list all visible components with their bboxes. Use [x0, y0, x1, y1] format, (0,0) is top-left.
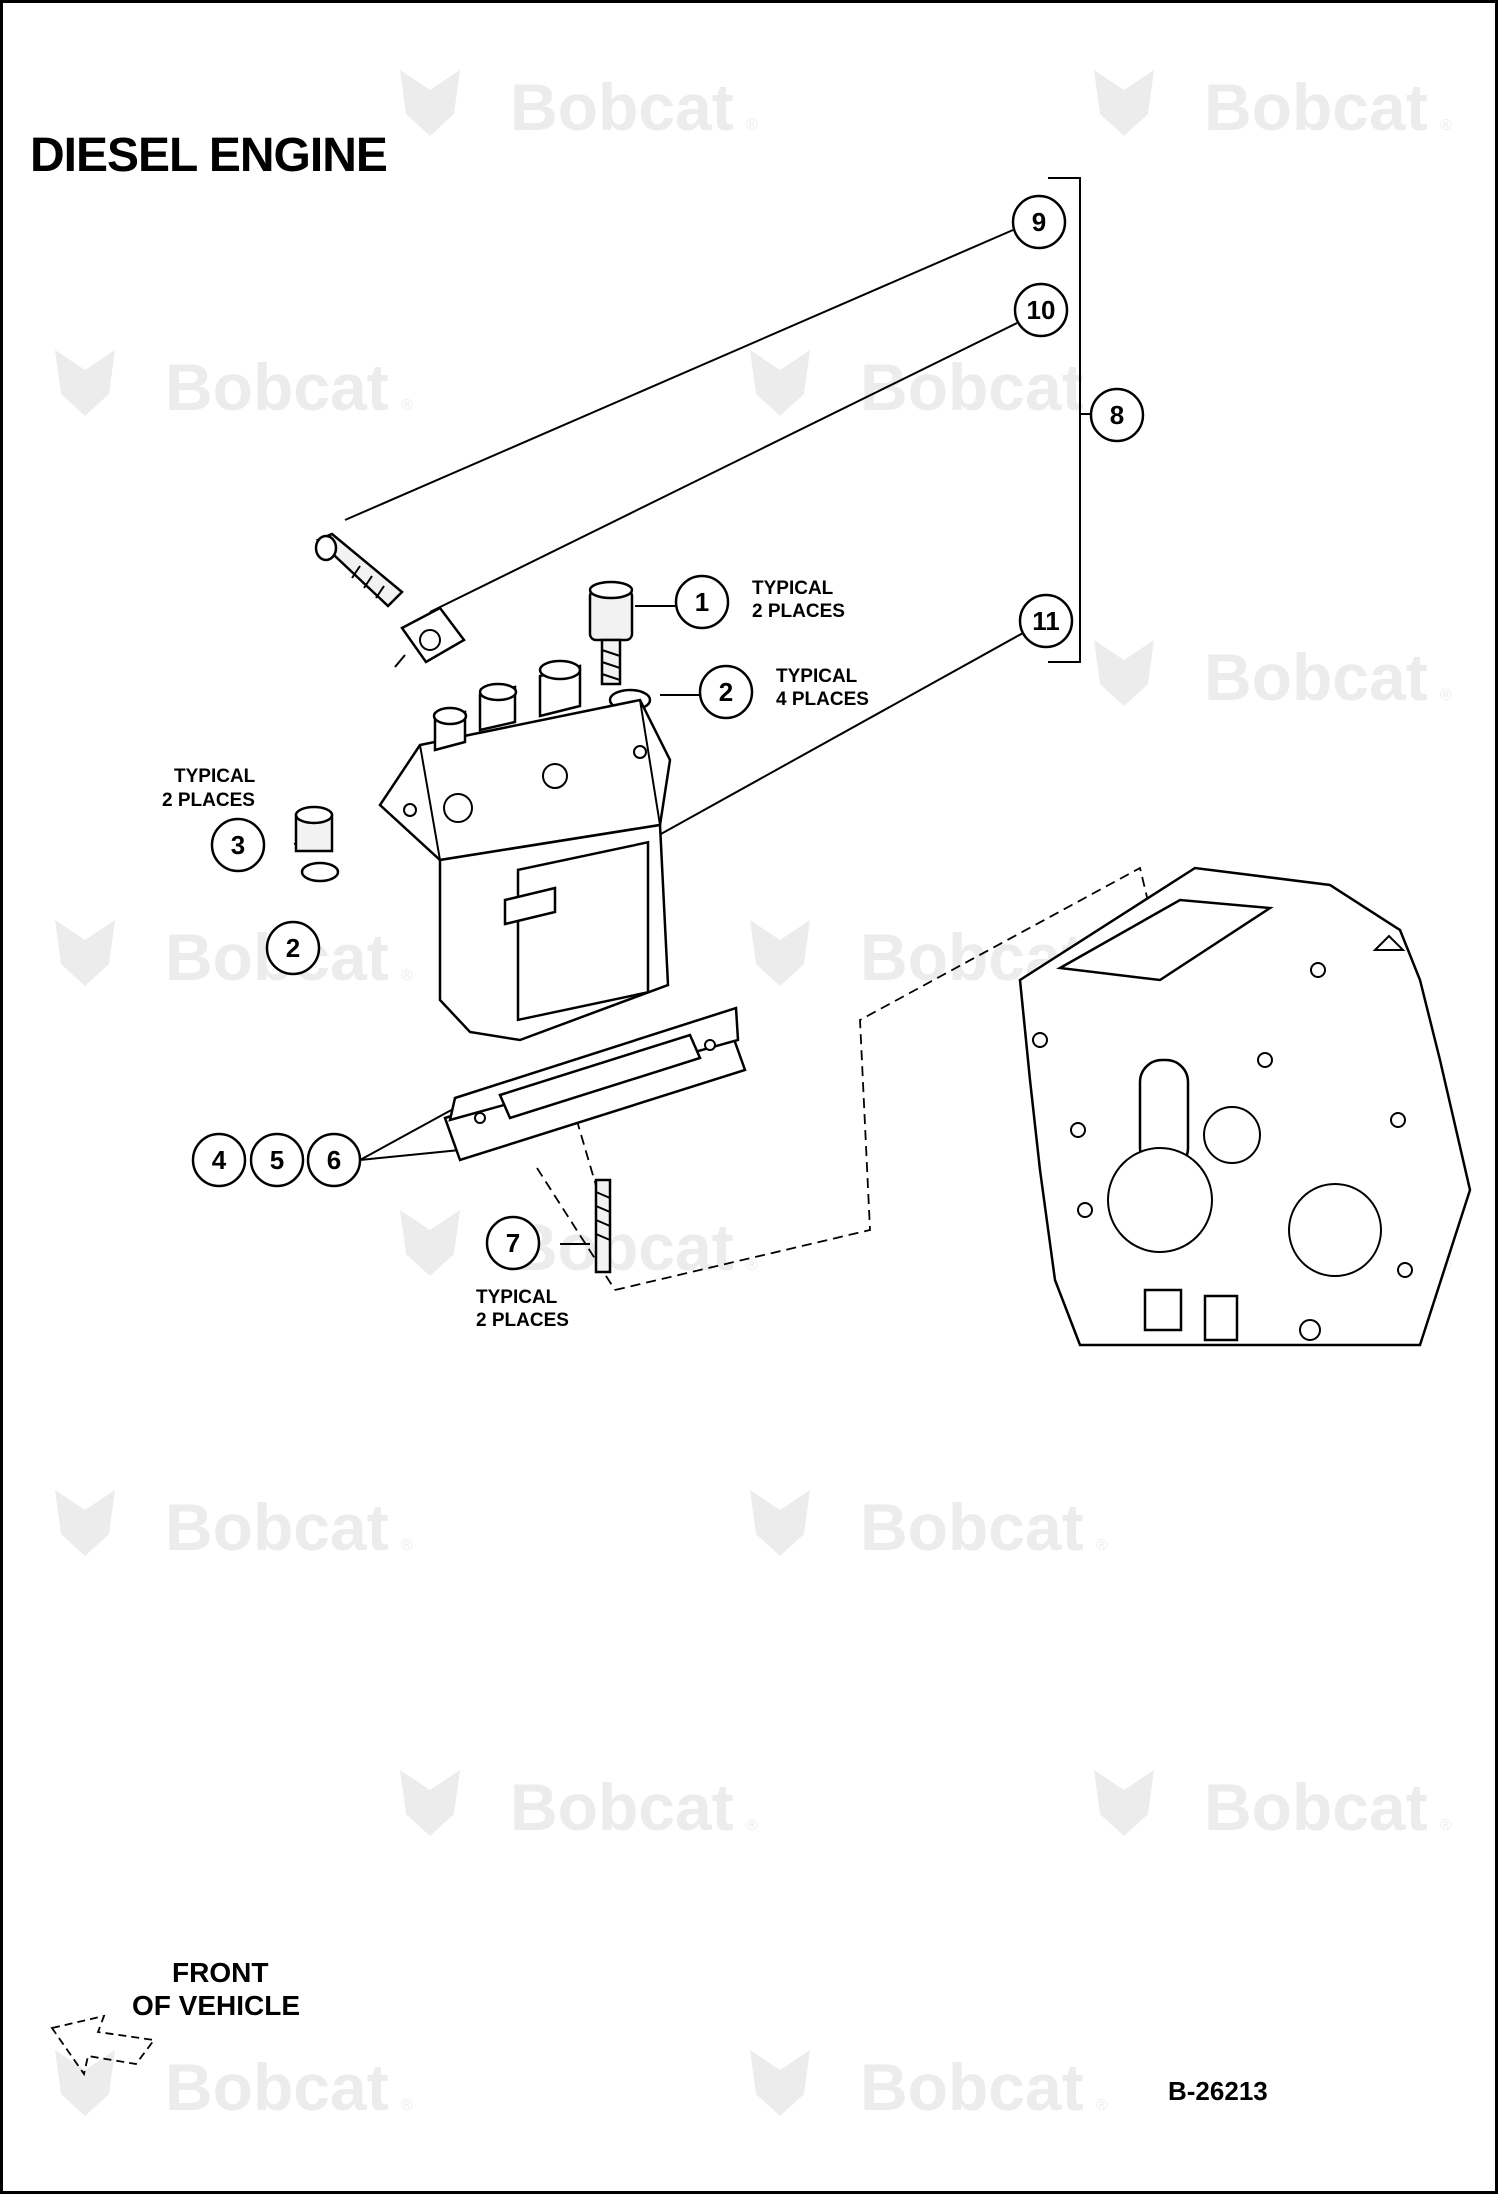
bobcat-logo-icon [55, 920, 115, 986]
bobcat-logo-icon [400, 70, 460, 136]
watermark-word: Bobcat [510, 1210, 734, 1284]
bobcat-logo-icon [400, 1210, 460, 1276]
watermark-registered: ® [746, 1257, 758, 1274]
bobcat-watermark: Bobcat® [750, 920, 1108, 994]
bobcat-watermark: Bobcat ® [55, 2050, 413, 2124]
callout-8-number: 8 [1110, 400, 1124, 430]
front-arrow-icon [50, 2014, 156, 2077]
callout-2-left: 2 [265, 920, 321, 976]
bobcat-logo-icon [55, 350, 115, 416]
callout-6: 6 [306, 1132, 362, 1188]
callout-11-number: 11 [1032, 606, 1060, 636]
cap-screw [588, 580, 634, 686]
bobcat-logo-icon [750, 350, 810, 416]
nut [294, 805, 334, 853]
callout-2-top-number: 2 [719, 677, 733, 707]
watermark-registered: ® [401, 397, 413, 414]
watermark-registered: ® [1440, 687, 1452, 704]
watermark-registered: ® [746, 117, 758, 134]
callout-4-number: 4 [212, 1145, 227, 1175]
callout-5: 5 [249, 1132, 305, 1188]
watermark-registered: ® [1096, 2097, 1108, 2114]
callout-1: 1 [674, 574, 730, 630]
callout-6-number: 6 [327, 1145, 341, 1175]
bobcat-logo-icon [400, 1770, 460, 1836]
banjo-fitting [394, 606, 466, 668]
watermark-word: Bobcat [1204, 70, 1428, 144]
bobcat-watermark: Bobcat ® [1094, 1770, 1452, 1844]
watermark-word: Bobcat [165, 350, 389, 424]
callout-9: 9 [1011, 194, 1067, 250]
watermark-word: Bobcat [510, 70, 734, 144]
note-2: TYPICAL 4 PLACES [776, 666, 869, 710]
washer-left [300, 861, 340, 883]
bobcat-watermark: Bobcat ® [55, 350, 413, 424]
bobcat-watermark: Bobcat® [55, 920, 413, 994]
bobcat-logo-icon [750, 1490, 810, 1556]
bobcat-watermark: Bobcat ® [750, 2050, 1108, 2124]
watermark-word: Bobcat [860, 2050, 1084, 2124]
callout-1-number: 1 [695, 587, 709, 617]
callout-10-number: 10 [1027, 295, 1056, 325]
bobcat-watermark: Bobcat ® [400, 1210, 758, 1284]
watermark-word: Bobcat [860, 1490, 1084, 1564]
callout-3: 3 [210, 817, 266, 873]
callout-7: 7 [485, 1215, 541, 1271]
engine-block [1018, 866, 1472, 1347]
bobcat-watermark: Bobcat ® [1094, 70, 1452, 144]
page-title: DIESEL ENGINE [30, 129, 388, 182]
callout-7-number: 7 [506, 1228, 520, 1258]
bobcat-logo-icon [55, 1490, 115, 1556]
watermark-registered: ® [401, 1537, 413, 1554]
callout-11: 11 [1018, 593, 1074, 649]
callout-9-number: 9 [1032, 207, 1046, 237]
watermark-registered: ® [1440, 1817, 1452, 1834]
callout-5-number: 5 [270, 1145, 284, 1175]
banjo-bolt [314, 532, 404, 608]
bobcat-logo-icon [750, 920, 810, 986]
watermark-word: Bobcat [165, 2050, 389, 2124]
watermark-registered: ® [1440, 117, 1452, 134]
bobcat-watermark: Bobcat ® [1094, 640, 1452, 714]
bobcat-logo-icon [1094, 640, 1154, 706]
watermark-registered: ® [401, 2097, 413, 2114]
watermark-word: Bobcat [165, 1490, 389, 1564]
watermark-registered: ® [401, 967, 413, 984]
watermark-word: Bobcat [1204, 640, 1428, 714]
stud [594, 1178, 612, 1274]
bobcat-watermark: Bobcat ® [400, 70, 758, 144]
callout-10: 10 [1013, 282, 1069, 338]
bobcat-logo-icon [55, 2050, 115, 2116]
bobcat-watermark: Bobcat ® [55, 1490, 413, 1564]
watermark-registered: ® [1096, 1537, 1108, 1554]
bobcat-logo-icon [1094, 1770, 1154, 1836]
watermark-word: Bobcat [510, 1770, 734, 1844]
callout-2-top: 2 [698, 664, 754, 720]
bobcat-logo-icon [750, 2050, 810, 2116]
injection-pump [378, 659, 672, 1042]
front-of-vehicle-label: FRONT OF VEHICLE [132, 1957, 300, 2021]
note-3: TYPICAL 2 PLACES [162, 766, 260, 811]
callout-3-number: 3 [231, 830, 245, 860]
gasket-set [443, 1006, 747, 1162]
bobcat-watermark: Bobcat® [750, 350, 1108, 424]
watermark-registered: ® [746, 1817, 758, 1834]
callout-8: 8 [1089, 387, 1145, 443]
watermark-word: Bobcat [860, 350, 1084, 424]
leader-lines [293, 229, 1024, 1245]
watermark-word: Bobcat [1204, 1770, 1428, 1844]
callout-4: 4 [191, 1132, 247, 1188]
note-7: TYPICAL 2 PLACES [476, 1287, 569, 1331]
note-1: TYPICAL 2 PLACES [752, 578, 845, 622]
bobcat-watermark: Bobcat ® [400, 1770, 758, 1844]
callout-2-left-number: 2 [286, 933, 300, 963]
bobcat-watermark: Bobcat ® [750, 1490, 1108, 1564]
bobcat-logo-icon [1094, 70, 1154, 136]
drawing-number: B-26213 [1168, 2076, 1268, 2106]
